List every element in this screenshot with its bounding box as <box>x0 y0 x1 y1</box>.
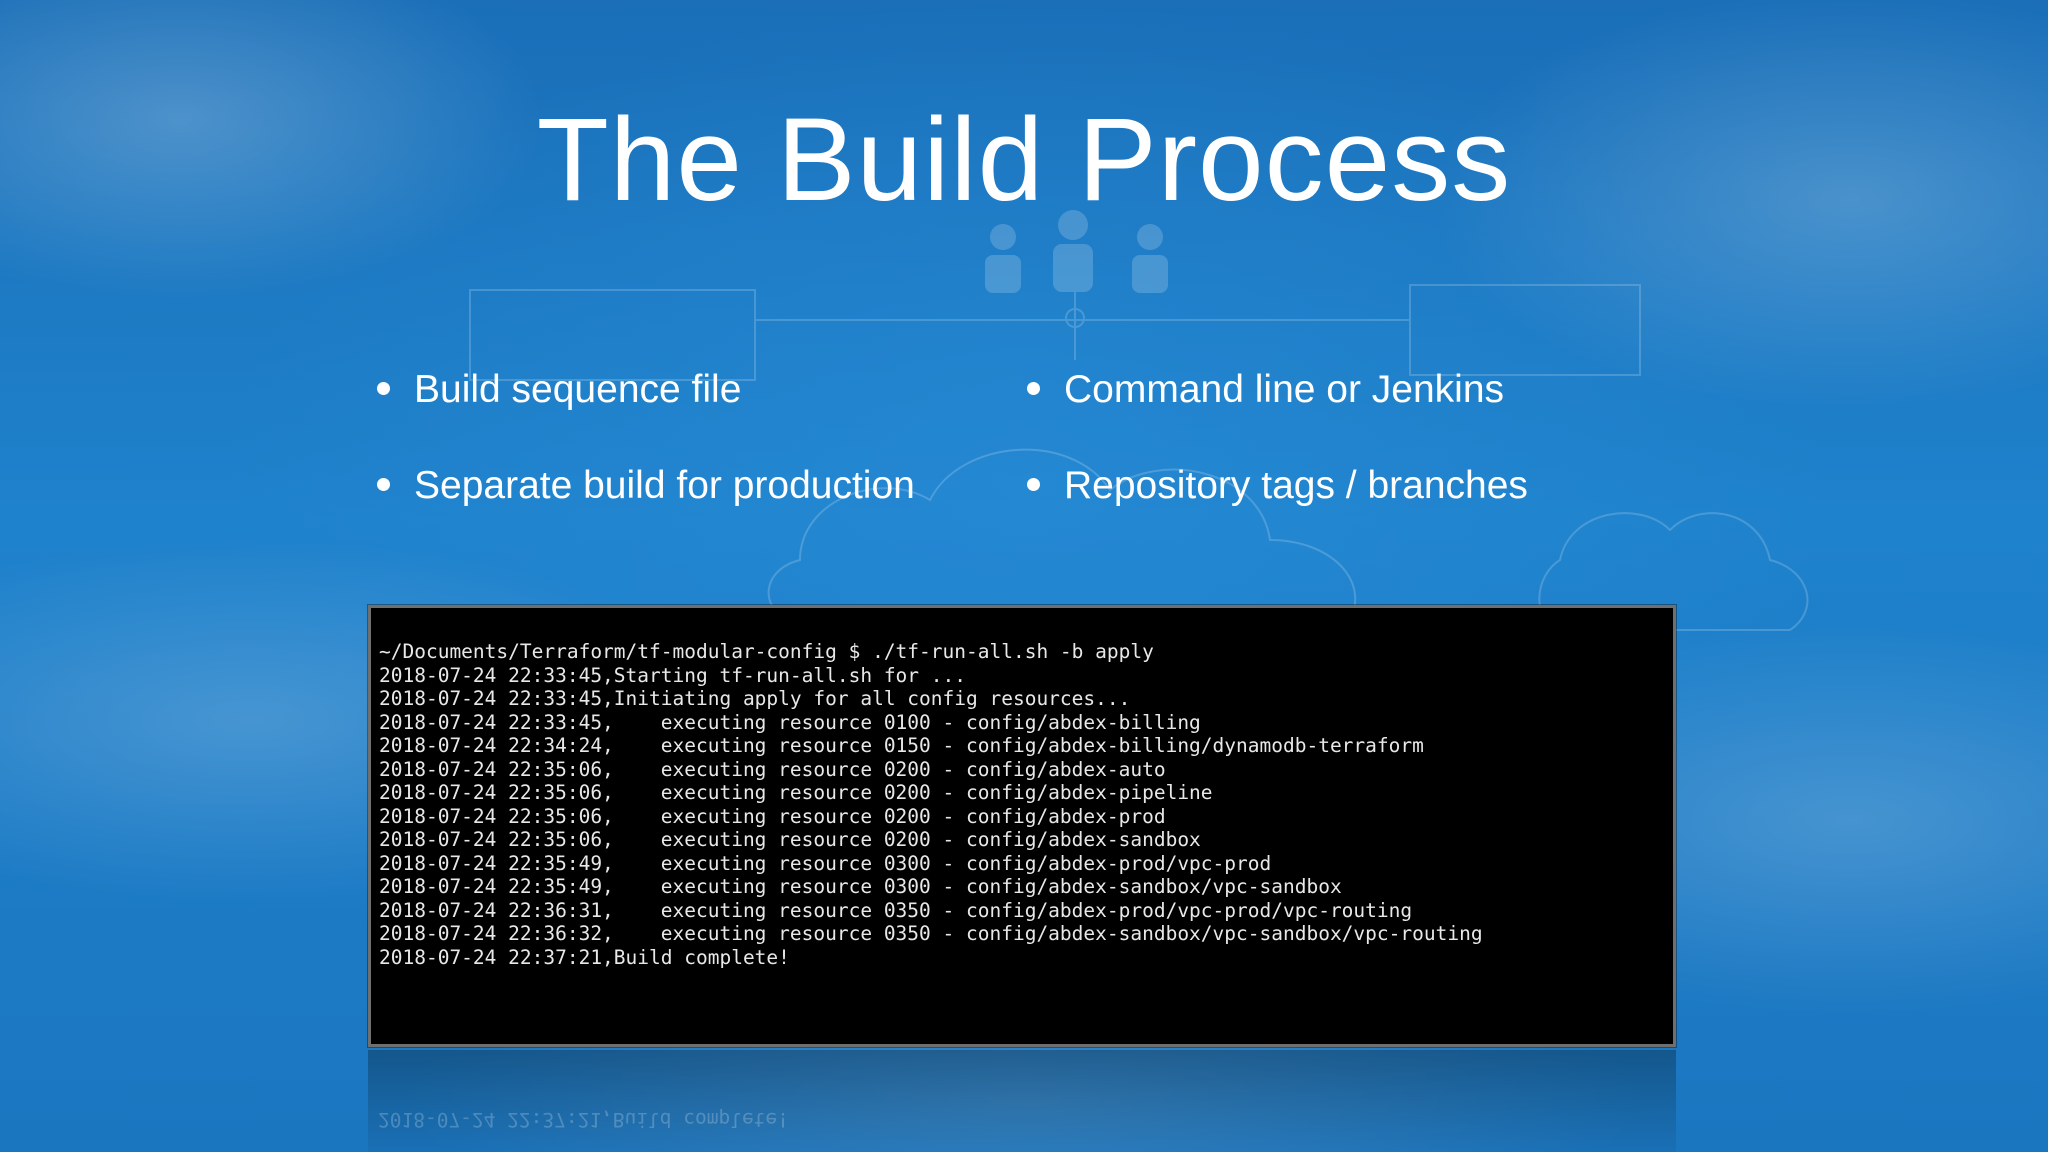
terminal-line: 2018-07-24 22:36:31, executing resource … <box>379 898 1413 922</box>
decor-node <box>1065 308 1085 328</box>
decor-person-body <box>985 255 1021 293</box>
terminal-line: 2018-07-24 22:35:06, executing resource … <box>379 757 1166 781</box>
terminal-line: 2018-07-24 22:35:06, executing resource … <box>379 781 1213 804</box>
bullet-build-sequence-file: Build sequence file <box>375 365 1025 415</box>
decor-person-head <box>990 224 1016 250</box>
terminal-output: ~/Documents/Terraform/tf-modular-config … <box>371 608 1673 969</box>
decor-person-body <box>1053 244 1093 292</box>
bullet-repository-tags: Repository tags / branches <box>1025 461 1675 511</box>
terminal-reflection: 2018-07-24 22:37:21,Build complete! <box>368 1050 1676 1152</box>
terminal-line: 2018-07-24 22:33:45, executing resource … <box>379 710 1201 734</box>
terminal-line: 2018-07-24 22:35:49, executing resource … <box>379 875 1342 898</box>
terminal-line: 2018-07-24 22:33:45,Initiating apply for… <box>379 687 1131 710</box>
terminal-line: 2018-07-24 22:36:32, executing resource … <box>379 922 1483 945</box>
decor-person-body <box>1132 255 1168 293</box>
terminal-line: 2018-07-24 22:35:06, executing resource … <box>379 828 1201 851</box>
decor-person-head <box>1058 210 1088 240</box>
decor-person-head <box>1137 224 1163 250</box>
bullet-list: Build sequence file Command line or Jenk… <box>375 365 1675 511</box>
bullet-command-line-or-jenkins: Command line or Jenkins <box>1025 365 1675 415</box>
terminal-line: 2018-07-24 22:34:24, executing resource … <box>379 734 1424 757</box>
terminal-line: 2018-07-24 22:35:06, executing resource … <box>379 804 1166 828</box>
reflection-text: 2018-07-24 22:37:21,Build complete! <box>378 1108 789 1131</box>
decor-panel-left <box>469 289 756 381</box>
terminal-window: ~/Documents/Terraform/tf-modular-config … <box>368 605 1676 1047</box>
decor-panel-right <box>1409 284 1641 376</box>
terminal-line-command: ~/Documents/Terraform/tf-modular-config … <box>379 640 1154 663</box>
bullet-separate-build: Separate build for production <box>375 461 1025 511</box>
terminal-line: 2018-07-24 22:33:45,Starting tf-run-all.… <box>379 663 966 687</box>
slide-title: The Build Process <box>536 94 1512 226</box>
terminal-line-complete: 2018-07-24 22:37:21,Build complete! <box>379 945 790 969</box>
terminal-line: 2018-07-24 22:35:49, executing resource … <box>379 851 1272 875</box>
